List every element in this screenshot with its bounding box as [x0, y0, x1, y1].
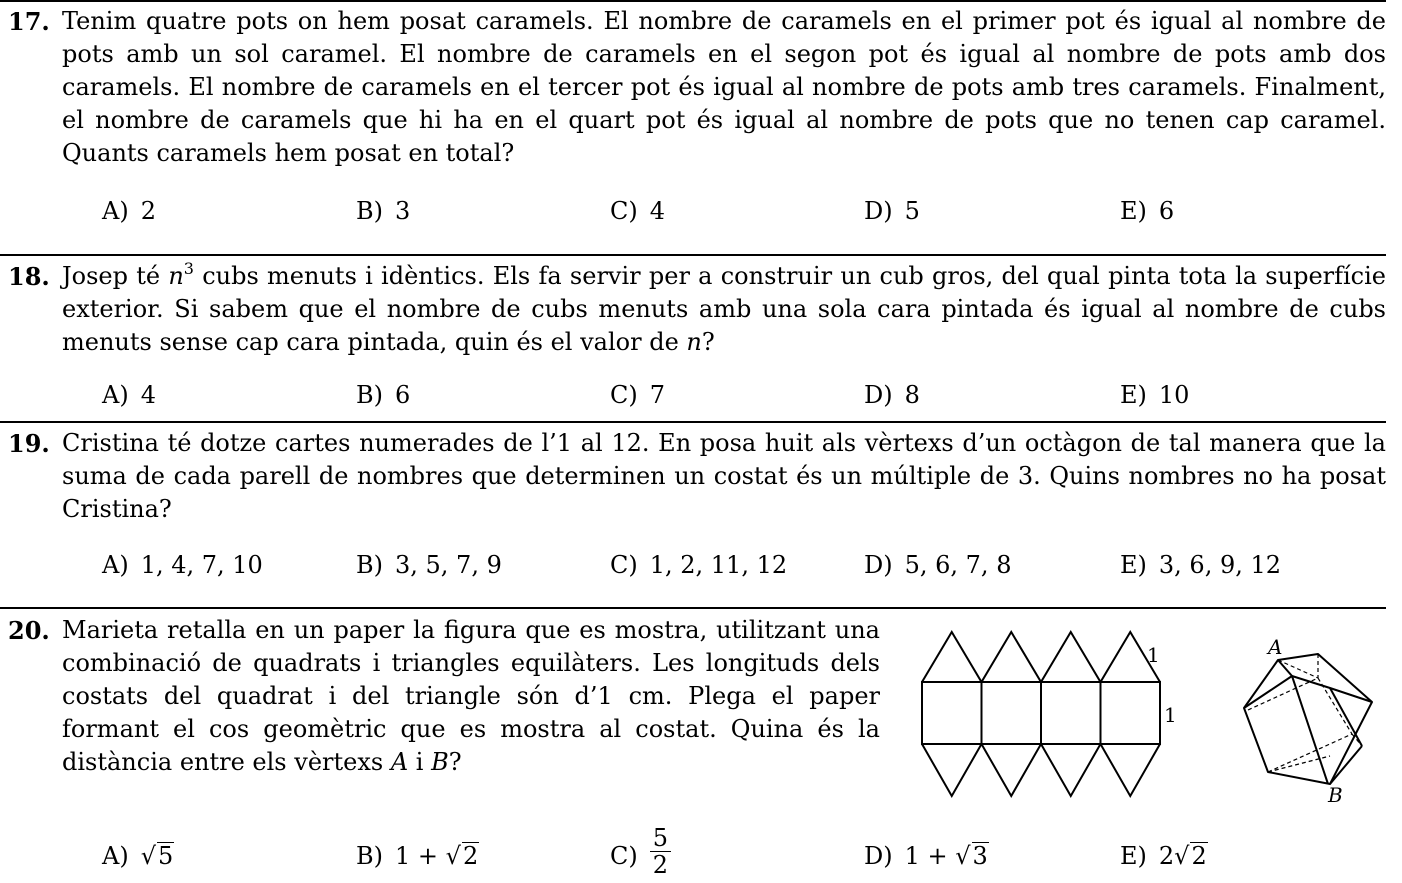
separator-rule — [0, 421, 1386, 423]
problem-number: 19. — [8, 429, 50, 458]
choice-a[interactable]: A)2 — [102, 197, 156, 225]
problem-20: 20. Marieta retalla en un paper la figur… — [8, 614, 880, 779]
choice-d[interactable]: D)5 — [864, 197, 920, 225]
choice-e[interactable]: E)3, 6, 9, 12 — [1120, 551, 1282, 579]
variable-n: n — [686, 328, 702, 356]
choice-e[interactable]: E)6 — [1120, 197, 1175, 225]
problem-text: Josep té n3 cubs menuts i idèntics. Els … — [62, 259, 1386, 357]
vertex-a-label: A — [390, 748, 409, 776]
vertex-a-figure-label: A — [1266, 638, 1282, 659]
net-top-triangles — [921, 630, 1161, 684]
problem-19: 19. Cristina té dotze cartes numerades d… — [8, 427, 1386, 526]
separator-rule — [0, 254, 1386, 256]
choice-e[interactable]: E)10 — [1120, 381, 1190, 409]
problem-18: 18. Josep té n3 cubs menuts i idèntics. … — [8, 260, 1386, 359]
problem-number: 20. — [8, 616, 50, 645]
net-bottom-triangles — [921, 741, 1161, 799]
side-label-triangle: 1 — [1147, 643, 1160, 667]
net-figure: 1 1 — [921, 630, 1177, 799]
vertex-b-figure-label: B — [1327, 783, 1343, 807]
choice-d[interactable]: D)1 + √3 — [864, 836, 989, 876]
choice-b[interactable]: B)1 + √2 — [356, 836, 480, 876]
problem-text: Tenim quatre pots on hem posat caramels.… — [62, 7, 1386, 167]
choice-b[interactable]: B)3 — [356, 197, 411, 225]
choice-b[interactable]: B)3, 5, 7, 9 — [356, 551, 502, 579]
answer-choices: A)2 B)3 C)4 D)5 E)6 — [102, 191, 1382, 231]
exponent: 3 — [183, 259, 194, 278]
choice-c[interactable]: C)7 — [610, 381, 666, 409]
choice-b[interactable]: B)6 — [356, 381, 411, 409]
problem-text: Cristina té dotze cartes numerades de l’… — [62, 429, 1386, 523]
problem-17: 17. Tenim quatre pots on hem posat caram… — [8, 5, 1386, 170]
choice-e[interactable]: E)2√2 — [1120, 836, 1208, 876]
answer-choices: A)1, 4, 7, 10 B)3, 5, 7, 9 C)1, 2, 11, 1… — [102, 545, 1382, 585]
vertex-b-label: B — [431, 748, 449, 776]
separator-rule — [0, 607, 1386, 609]
problem-number: 17. — [8, 7, 50, 36]
choice-a[interactable]: A)4 — [102, 381, 156, 409]
choice-c[interactable]: C)4 — [610, 197, 666, 225]
side-label-square: 1 — [1164, 703, 1177, 727]
separator-rule — [0, 0, 1386, 2]
problem-text: Marieta retalla en un paper la figura qu… — [62, 616, 880, 776]
sqrt-expression: √2 — [445, 842, 480, 870]
choice-d[interactable]: D)8 — [864, 381, 920, 409]
variable-n: n — [168, 262, 184, 290]
sqrt-expression: √2 — [1174, 842, 1208, 870]
sqrt-expression: √5 — [140, 842, 175, 870]
choice-c[interactable]: C)1, 2, 11, 12 — [610, 551, 788, 579]
choice-d[interactable]: D)5, 6, 7, 8 — [864, 551, 1012, 579]
sqrt-expression: √3 — [955, 842, 989, 870]
solid-outline — [1243, 653, 1373, 785]
solid-figure: A B — [1243, 638, 1373, 807]
problem-number: 18. — [8, 262, 50, 291]
answer-choices: A)4 B)6 C)7 D)8 E)10 — [102, 375, 1382, 415]
choice-a[interactable]: A)√5 — [102, 836, 175, 876]
choice-a[interactable]: A)1, 4, 7, 10 — [102, 551, 263, 579]
